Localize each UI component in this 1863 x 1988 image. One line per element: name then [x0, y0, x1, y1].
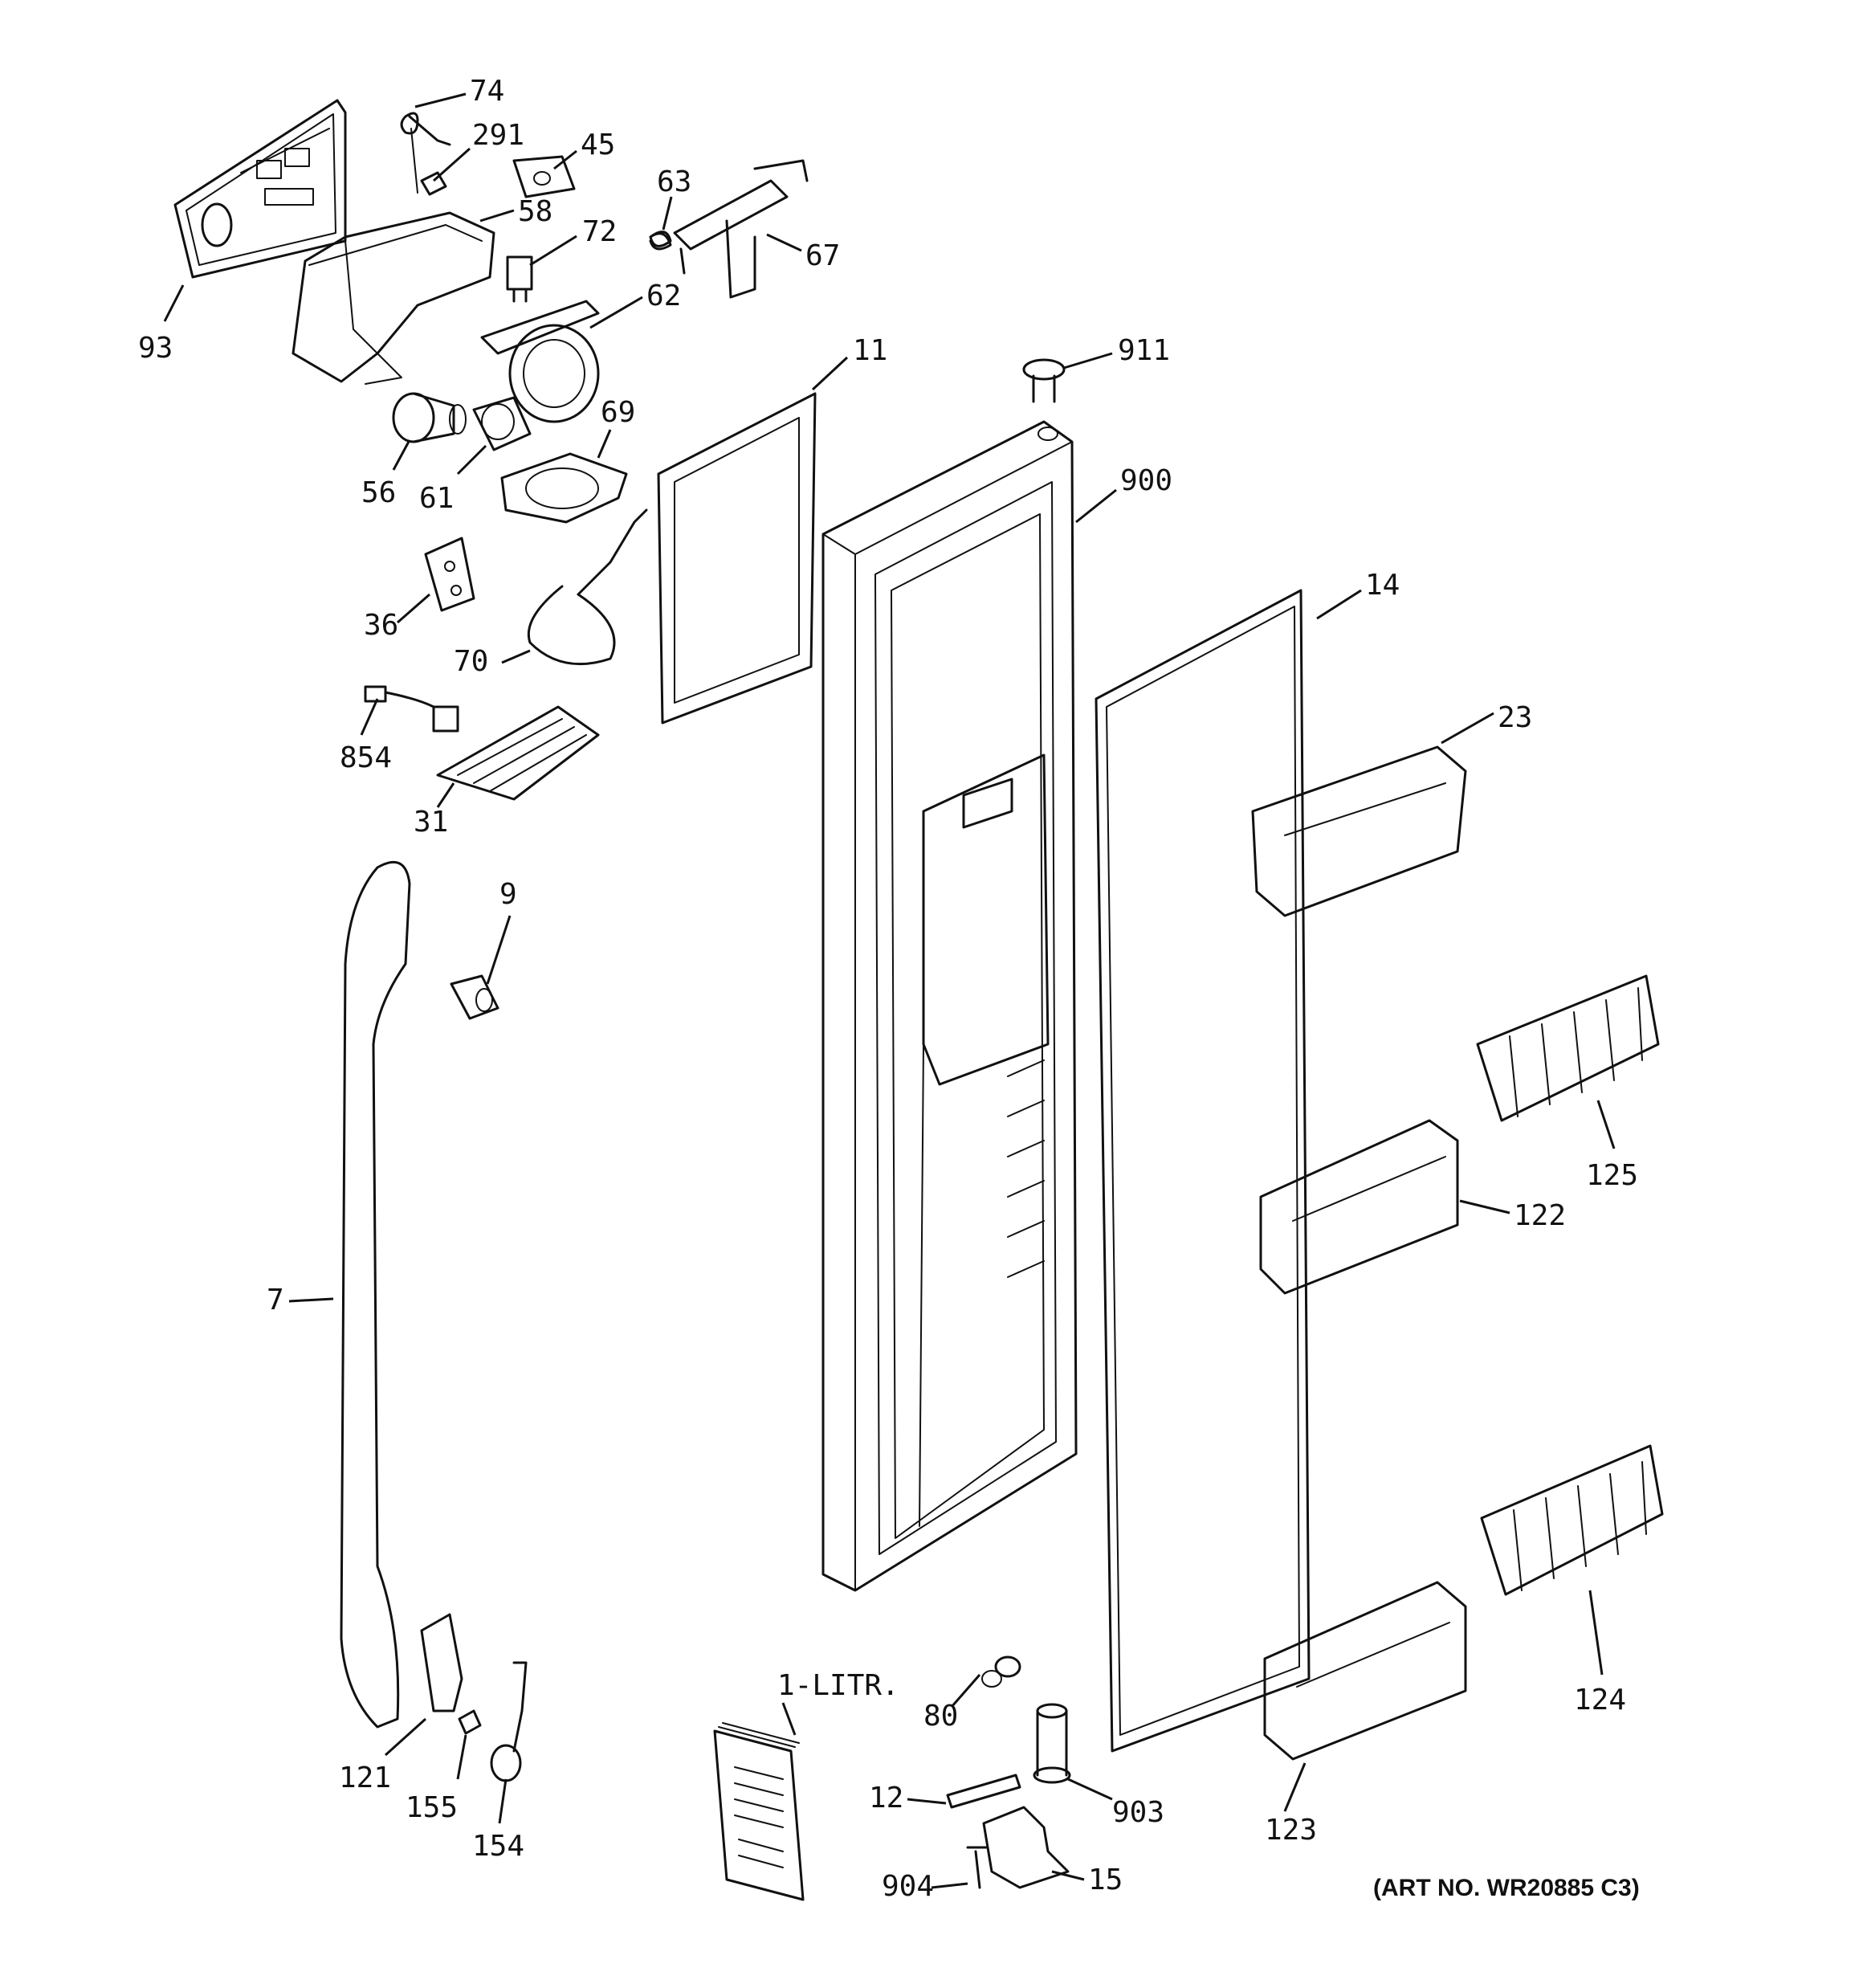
callout-45: 45 [581, 129, 615, 161]
callout-911: 911 [1118, 334, 1170, 367]
callout-903: 903 [1112, 1796, 1164, 1829]
part-9-grommet[interactable] [450, 974, 499, 1020]
callout-9: 9 [499, 878, 517, 911]
part-62-ring[interactable] [480, 300, 600, 423]
callout-70: 70 [454, 645, 488, 678]
part-1-litr-literature[interactable] [713, 1722, 805, 1901]
part-125-basket[interactable] [1476, 974, 1660, 1122]
callout-154: 154 [472, 1830, 524, 1863]
callout-123: 123 [1265, 1814, 1317, 1847]
part-74-spring[interactable] [400, 112, 451, 194]
part-904-screw[interactable] [966, 1846, 988, 1889]
callout-854: 854 [340, 741, 392, 774]
part-45-bracket[interactable] [512, 155, 576, 198]
part-12-shim[interactable] [946, 1774, 1021, 1809]
part-903-pin[interactable] [1033, 1703, 1071, 1784]
part-70-harness[interactable] [527, 508, 648, 666]
callout-36: 36 [364, 609, 398, 642]
callout-23: 23 [1498, 701, 1532, 734]
callout-121: 121 [339, 1761, 391, 1794]
part-67-lever[interactable] [673, 159, 809, 299]
part-69-chute[interactable] [500, 452, 628, 524]
callout-93: 93 [138, 332, 173, 365]
callout-74: 74 [470, 75, 504, 108]
part-124-basket[interactable] [1480, 1444, 1664, 1596]
callout-69: 69 [601, 396, 635, 429]
part-155-screw[interactable] [458, 1709, 482, 1735]
part-72-switch[interactable] [506, 255, 533, 303]
callout-124: 124 [1574, 1684, 1626, 1717]
callout-904: 904 [882, 1870, 934, 1903]
callout-63: 63 [657, 165, 691, 198]
part-15-hinge[interactable] [982, 1806, 1070, 1889]
art-number: (ART NO. WR20885 C3) [1373, 1875, 1640, 1901]
callout-72: 72 [582, 215, 617, 248]
callout-67: 67 [805, 239, 840, 272]
callout-291: 291 [472, 119, 524, 152]
callout-62: 62 [646, 280, 681, 312]
part-122-bin[interactable] [1259, 1119, 1459, 1295]
callout-900: 900 [1120, 464, 1172, 497]
part-14-gasket[interactable] [1095, 589, 1311, 1753]
part-56-motor[interactable] [392, 392, 467, 443]
part-154-tool[interactable] [490, 1661, 528, 1782]
part-23-bin[interactable] [1251, 745, 1467, 917]
part-61-solenoid[interactable] [472, 396, 532, 451]
callout-61: 61 [419, 482, 454, 515]
part-291-screw[interactable] [420, 171, 447, 196]
part-854-harness[interactable] [364, 685, 459, 733]
part-11-dispenser-frame[interactable] [657, 392, 817, 725]
callout-labels: 74 291 45 63 58 72 67 62 93 11 911 69 56… [138, 75, 1640, 1903]
part-80-plug[interactable] [981, 1655, 1021, 1688]
part-7-handle[interactable] [340, 860, 411, 1729]
callout-80: 80 [923, 1700, 958, 1733]
part-911-bushing[interactable] [1022, 358, 1066, 403]
callout-11: 11 [853, 334, 887, 367]
callout-56: 56 [361, 476, 396, 509]
callout-12: 12 [869, 1782, 903, 1815]
callout-122: 122 [1514, 1199, 1566, 1232]
part-123-bin[interactable] [1263, 1581, 1467, 1761]
callout-1-litr: 1-LITR. [777, 1669, 899, 1702]
part-36-bracket[interactable] [424, 537, 475, 612]
callout-58: 58 [518, 195, 552, 228]
part-121-bracket[interactable] [420, 1613, 463, 1712]
leader-lines [163, 92, 1616, 1889]
callout-125: 125 [1586, 1159, 1638, 1192]
part-900-door[interactable] [821, 420, 1078, 1592]
callout-14: 14 [1365, 569, 1400, 602]
callout-15: 15 [1088, 1863, 1123, 1896]
part-58-dispenser-housing[interactable] [291, 211, 495, 385]
callout-31: 31 [414, 806, 448, 839]
callout-7: 7 [267, 1284, 284, 1316]
part-31-grille[interactable] [436, 705, 600, 801]
callout-155: 155 [406, 1791, 458, 1824]
part-63-spring[interactable] [649, 231, 686, 275]
part-93-control-panel[interactable] [173, 99, 347, 279]
